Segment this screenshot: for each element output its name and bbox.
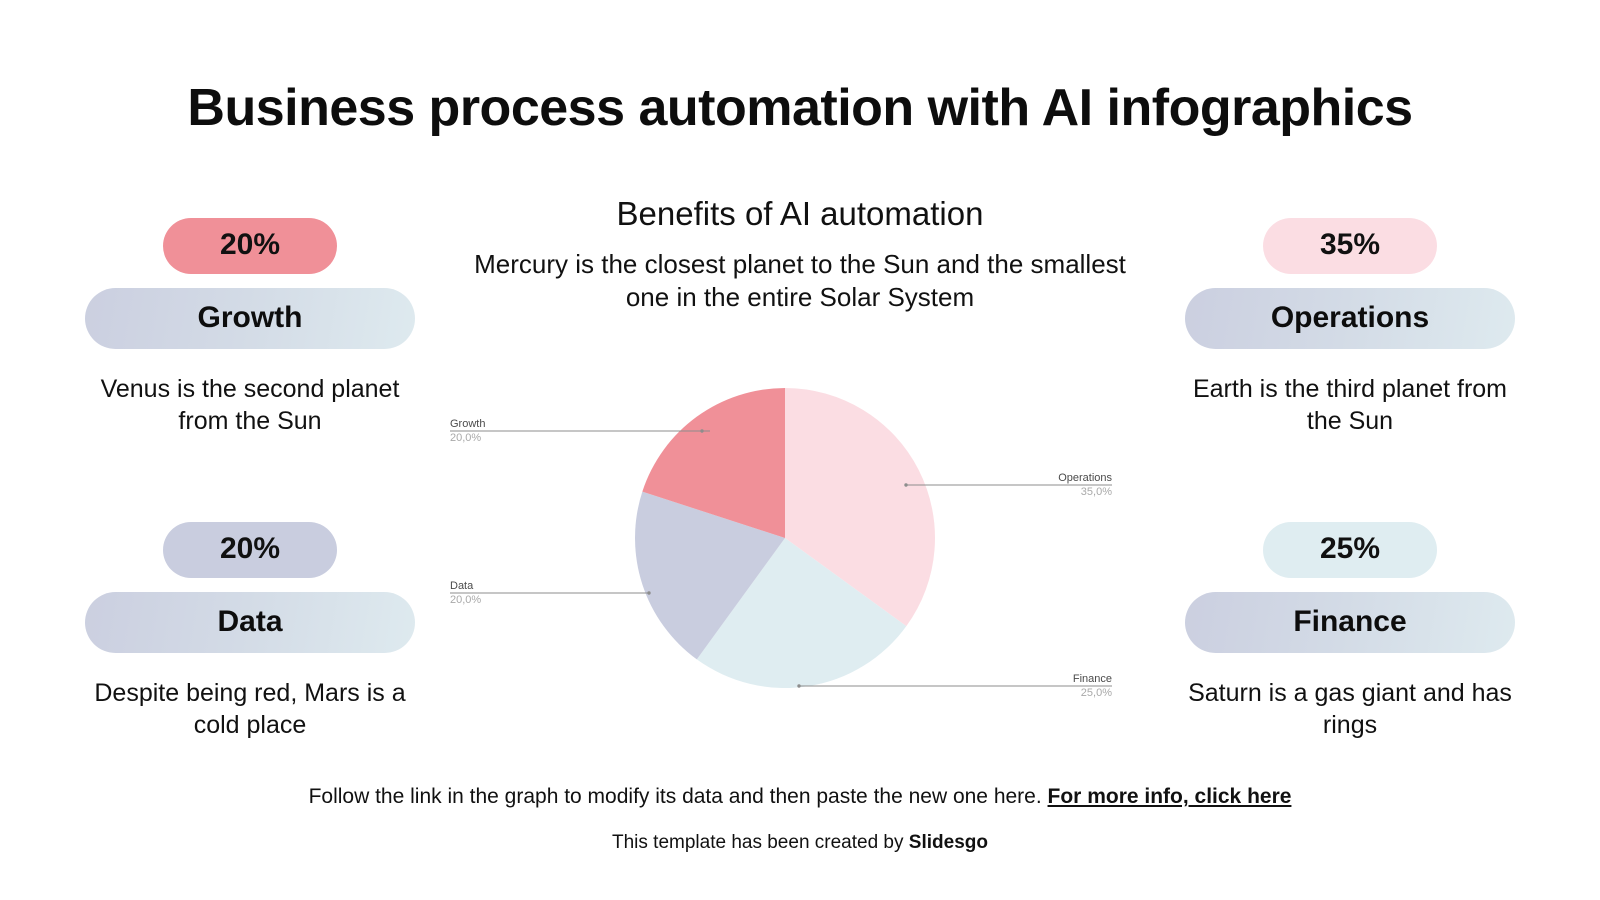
finance-label-pill: Finance [1185, 591, 1515, 653]
pie-chart[interactable]: Growth 20,0% Data 20,0% Operations 35,0%… [440, 368, 1130, 728]
chart-subtitle: Mercury is the closest planet to the Sun… [474, 249, 1126, 312]
footer-credit: This template has been created by Slides… [0, 832, 1600, 854]
growth-label-pill: Growth [85, 287, 415, 349]
chart-heading-block: Benefits of AI automation Mercury is the… [440, 195, 1160, 313]
pie-label-data-name: Data [450, 580, 474, 592]
pie-label-finance-value: 25,0% [1081, 687, 1112, 699]
footer-note: Follow the link in the graph to modify i… [0, 785, 1600, 809]
data-percent-badge: 20% [163, 522, 337, 578]
pie-slice-operations-shape[interactable] [785, 388, 935, 627]
pie-slice-data-shape[interactable] [634, 491, 785, 660]
pie-slice-finance-shape[interactable] [696, 538, 907, 688]
pie-label-growth: Growth 20,0% [450, 418, 710, 444]
pie-label-finance: Finance 25,0% [797, 673, 1112, 699]
pie-label-finance-name: Finance [1073, 673, 1112, 685]
pie-label-data: Data 20,0% [450, 580, 651, 606]
data-label-pill: Data [85, 591, 415, 653]
data-description: Despite being red, Mars is a cold place [94, 679, 406, 739]
footer-credit-prefix: This template has been created by [612, 832, 904, 853]
page-title: Business process automation with AI info… [187, 79, 1413, 137]
stat-block-finance: 25% Finance Saturn is a gas giant and ha… [1185, 522, 1515, 741]
pie-label-growth-name: Growth [450, 418, 485, 430]
stat-block-growth: 20% Growth Venus is the second planet fr… [85, 218, 415, 437]
growth-percent-badge: 20% [163, 218, 337, 274]
finance-percent-badge: 25% [1263, 522, 1437, 578]
stat-block-operations: 35% Operations Earth is the third planet… [1185, 218, 1515, 437]
pie-chart-svg[interactable]: Growth 20,0% Data 20,0% Operations 35,0%… [440, 368, 1130, 728]
pie-label-growth-value: 20,0% [450, 432, 481, 444]
stat-block-data: 20% Data Despite being red, Mars is a co… [85, 522, 415, 741]
operations-description: Earth is the third planet from the Sun [1192, 375, 1508, 435]
pie-slice-growth-shape[interactable] [642, 388, 785, 538]
pie-label-operations: Operations 35,0% [904, 472, 1112, 498]
operations-percent-badge: 35% [1263, 218, 1437, 274]
pie-label-data-value: 20,0% [450, 594, 481, 606]
footer-credit-brand: Slidesgo [908, 832, 988, 853]
pie-label-operations-name: Operations [1058, 472, 1112, 484]
footer-note-text: Follow the link in the graph to modify i… [308, 785, 1042, 808]
finance-description: Saturn is a gas giant and has rings [1188, 679, 1512, 739]
pie-label-operations-value: 35,0% [1081, 486, 1112, 498]
footer-more-info-link[interactable]: For more info, click here [1047, 785, 1292, 808]
growth-description: Venus is the second planet from the Sun [100, 375, 400, 435]
operations-label-pill: Operations [1185, 287, 1515, 349]
chart-title: Benefits of AI automation [616, 195, 984, 232]
